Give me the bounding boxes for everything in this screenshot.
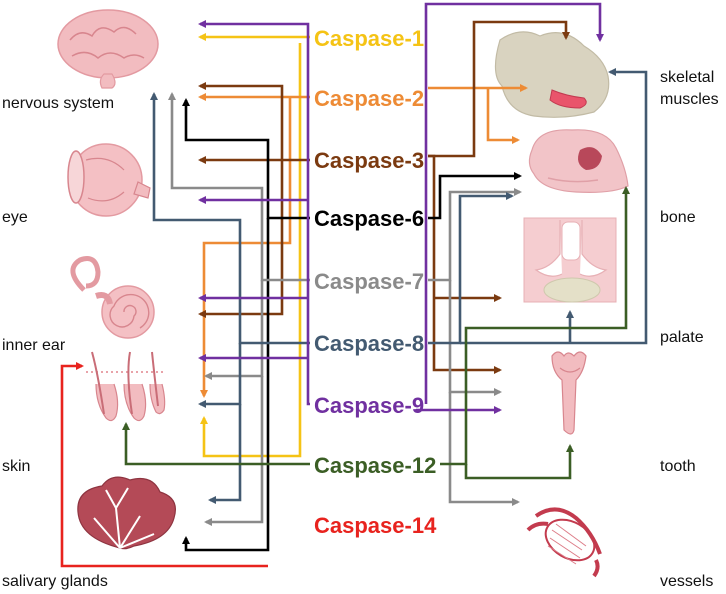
organ-label-skeletal: skeletal xyxy=(660,69,714,86)
caspase-9-connectors xyxy=(198,2,604,414)
organ-label-bone: bone xyxy=(660,209,696,226)
hair-follicle-icon xyxy=(86,351,166,422)
eyeball-icon xyxy=(67,143,151,217)
organ-label-eye: eye xyxy=(2,209,28,226)
cochlea-icon xyxy=(70,256,155,339)
caspase-12-connectors xyxy=(122,186,630,480)
muscle-head-icon xyxy=(494,31,610,118)
blood-vessel-icon xyxy=(526,507,602,578)
caspase-1-label: Caspase-1 xyxy=(314,26,424,51)
caspase-1-connectors xyxy=(198,33,310,458)
caspase-7-connectors xyxy=(168,92,522,526)
caspase-9-label: Caspase-9 xyxy=(314,393,424,418)
organ-label-nervous-system: nervous system xyxy=(2,95,114,112)
brain-icon xyxy=(57,9,159,89)
organ-label-inner-ear: inner ear xyxy=(2,337,66,354)
caspase-2-connectors xyxy=(198,84,528,398)
caspase-6-label: Caspase-6 xyxy=(314,206,424,231)
caspase-6-connectors xyxy=(182,98,522,552)
caspase-3-label: Caspase-3 xyxy=(314,148,424,173)
organ-label-tooth: tooth xyxy=(660,458,696,475)
caspase-2-label: Caspase-2 xyxy=(314,86,424,111)
salivary-gland-icon xyxy=(77,476,176,550)
organ-label-skin: skin xyxy=(2,458,30,475)
caspase-12-label: Caspase-12 xyxy=(314,453,436,478)
caspase-8-connectors xyxy=(150,68,648,504)
right-organ-labels: skeletal muscles bone palate tooth vesse… xyxy=(660,69,719,590)
caspase-14-connectors xyxy=(60,362,268,568)
caspase-labels: Caspase-1 Caspase-2 Caspase-3 Caspase-6 … xyxy=(314,26,437,538)
organ-label-salivary-glands: salivary glands xyxy=(2,573,108,590)
palate-icon xyxy=(523,217,617,303)
skull-icon xyxy=(528,129,629,193)
organ-label-muscles: muscles xyxy=(660,91,719,108)
caspase-8-label: Caspase-8 xyxy=(314,331,424,356)
organ-label-vessels: vessels xyxy=(660,573,713,590)
organ-label-palate: palate xyxy=(660,329,704,346)
left-organ-labels: nervous system eye inner ear skin saliva… xyxy=(2,95,114,590)
tooth-icon xyxy=(551,351,587,435)
caspase-7-label: Caspase-7 xyxy=(314,269,424,294)
caspase-14-label: Caspase-14 xyxy=(314,513,437,538)
